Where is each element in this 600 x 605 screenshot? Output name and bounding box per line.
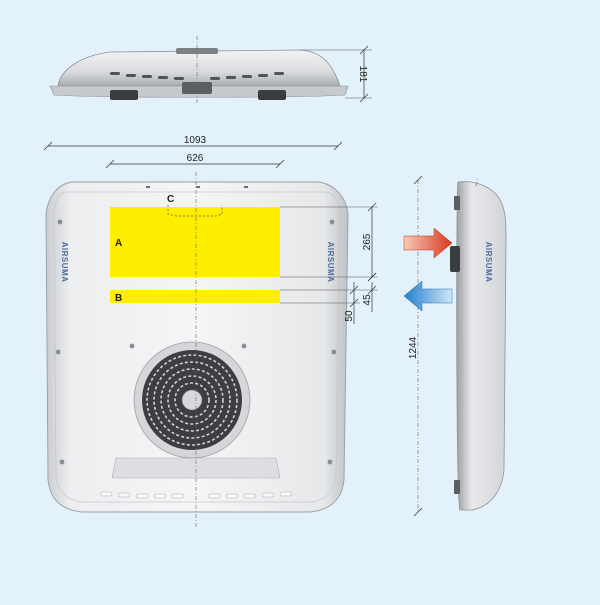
overall-width-label: 1093 <box>184 135 207 146</box>
zone-dimensions: 265 45 50 <box>280 202 378 324</box>
zone-c-label: C <box>167 194 174 205</box>
side-unit-bracket <box>450 246 460 272</box>
zone-a-depth-label: 265 <box>362 233 373 250</box>
side-view: AIRSUMA 1244 <box>408 175 507 517</box>
zone-b-label: B <box>115 293 122 304</box>
brand-side: AIRSUMA <box>484 242 493 283</box>
height-label: 181 <box>357 66 368 83</box>
airflow-arrows <box>403 227 453 312</box>
inner-width-dimension: 626 <box>105 153 285 169</box>
gap-c-label: 50 <box>344 310 355 322</box>
front-elevation-view <box>49 36 349 104</box>
overall-width-dimension: 1093 <box>43 135 343 151</box>
hot-air-in-arrow <box>403 227 453 259</box>
zone-a <box>110 207 280 277</box>
length-label: 1244 <box>408 336 419 359</box>
zone-c-outline <box>167 205 223 217</box>
inner-width-label: 626 <box>187 153 204 164</box>
height-dimension: 181 <box>300 45 372 103</box>
gap-b-label: 45 <box>362 294 373 306</box>
plan-view: AIRSUMA AIRSUMA <box>45 172 349 528</box>
zone-a-label: A <box>115 238 122 249</box>
brand-left: AIRSUMA <box>60 242 69 283</box>
fan-grille-rings <box>146 354 238 446</box>
zone-b <box>110 290 280 303</box>
cold-air-out-arrow <box>403 280 453 312</box>
brand-right: AIRSUMA <box>326 242 335 283</box>
